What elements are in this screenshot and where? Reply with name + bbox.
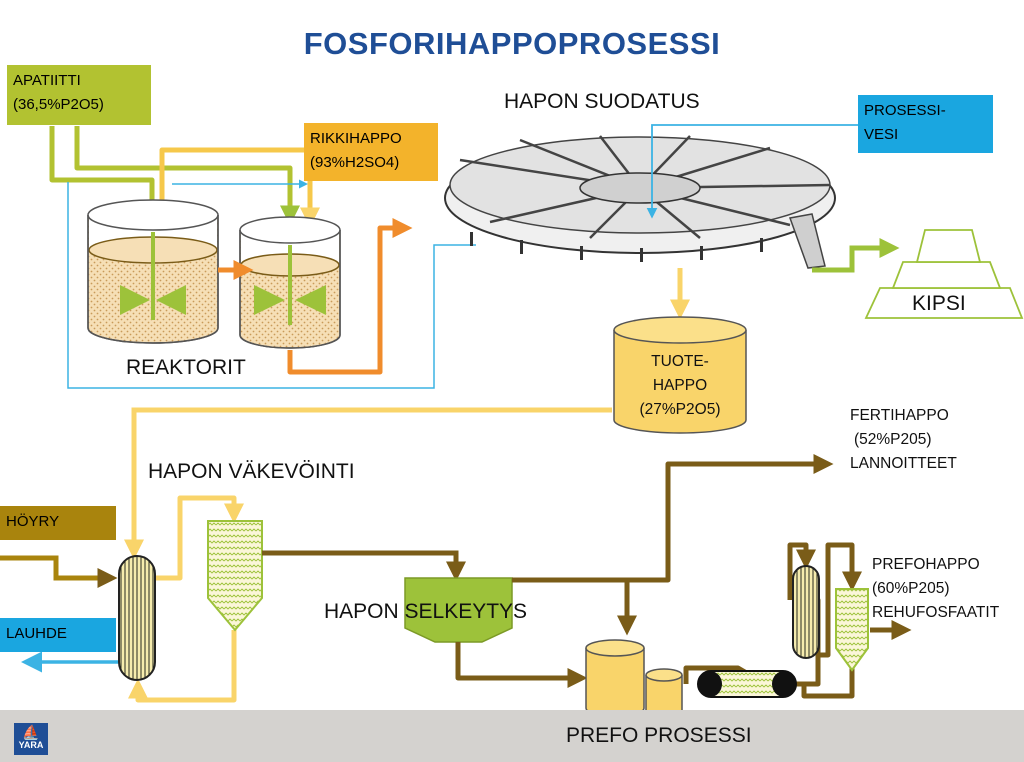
prefo-evaporator <box>835 588 869 672</box>
vakevointi-to-selkeytys-flow <box>262 550 466 582</box>
hoyry-label: HÖYRY <box>6 513 60 530</box>
hapon-suodatus-label: HAPON SUODATUS <box>504 90 700 113</box>
prefohappo-line-2: (60%P205) <box>872 580 950 597</box>
kipsi-pile <box>864 229 1024 319</box>
prefo-tank-small <box>645 668 683 717</box>
hoyry-flow <box>0 555 118 588</box>
hapon-selkeytys-label: HAPON SELKEYTYS <box>324 600 528 623</box>
tuotehappo-to-vakevointi-flow <box>124 407 612 560</box>
tuotehappo-line-3: (27%P2O5) <box>639 401 721 418</box>
prosessivesi-label-2: VESI <box>864 126 899 143</box>
prefo-heat-exchanger <box>792 565 820 659</box>
fertihappo-line-2: (52%P205) <box>854 431 932 448</box>
yara-logo-text: YARA <box>18 740 44 750</box>
hapon-vakevointi-label: HAPON VÄKEVÖINTI <box>148 460 355 483</box>
prefohappo-line-1: PREFOHAPPO <box>872 556 980 573</box>
hoyry-box: HÖYRY <box>0 506 116 540</box>
apatiitti-box: APATIITTI (36,5%P2O5) <box>7 65 151 125</box>
fertihappo-line-1: FERTIHAPPO <box>850 407 949 424</box>
fertihappo-label: FERTIHAPPO (52%P205) LANNOITTEET <box>850 404 957 476</box>
prefo-prosessi-label: PREFO PROSESSI <box>566 724 752 747</box>
apatiitti-content: (36,5%P2O5) <box>13 96 104 113</box>
ship-icon: ⛵ <box>22 724 40 740</box>
tuotehappo-label: TUOTE- HAPPO (27%P2O5) <box>614 350 746 422</box>
fertihappo-line-3: LANNOITTEET <box>850 455 957 472</box>
vakevointi-loop <box>128 495 244 703</box>
yara-logo: ⛵ YARA <box>14 723 48 755</box>
kipsi-flow <box>812 238 900 273</box>
prosessivesi-flow <box>646 124 858 219</box>
footer-bar <box>0 710 1024 762</box>
reactor-2 <box>239 216 341 349</box>
tuotehappo-tank <box>613 316 747 434</box>
dryer-drum <box>697 670 797 698</box>
reactor-transfer-flow <box>218 218 413 375</box>
page-title: FOSFORIHAPPOPROSESSI <box>303 26 721 61</box>
heat-exchanger <box>118 555 156 681</box>
prosessivesi-loop <box>67 179 476 389</box>
selkeytys-outflows <box>455 454 834 688</box>
lauhde-label: LAUHDE <box>6 625 67 642</box>
rikkihappo-label: RIKKIHAPPO <box>310 130 402 147</box>
tuotehappo-line-1: TUOTE- <box>651 353 709 370</box>
prosessivesi-box: PROSESSI- VESI <box>858 95 993 153</box>
prefohappo-line-3: REHUFOSFAATIT <box>872 604 1000 621</box>
rikkihappo-content: (93%H2SO4) <box>310 154 400 171</box>
rikkihappo-box: RIKKIHAPPO (93%H2SO4) <box>304 123 438 181</box>
prefo-tank-large <box>585 639 645 717</box>
belt-filter-machine <box>444 135 836 269</box>
apatiitti-label: APATIITTI <box>13 72 81 89</box>
evaporator <box>207 520 263 632</box>
prefohappo-label: PREFOHAPPO (60%P205) REHUFOSFAATIT <box>872 553 1024 625</box>
prosessivesi-label-1: PROSESSI- <box>864 102 946 119</box>
lauhde-box: LAUHDE <box>0 618 116 652</box>
tuotehappo-line-2: HAPPO <box>652 377 708 394</box>
reactor-1 <box>87 199 219 344</box>
reaktorit-label: REAKTORIT <box>126 356 246 379</box>
kipsi-label: KIPSI <box>912 292 966 315</box>
